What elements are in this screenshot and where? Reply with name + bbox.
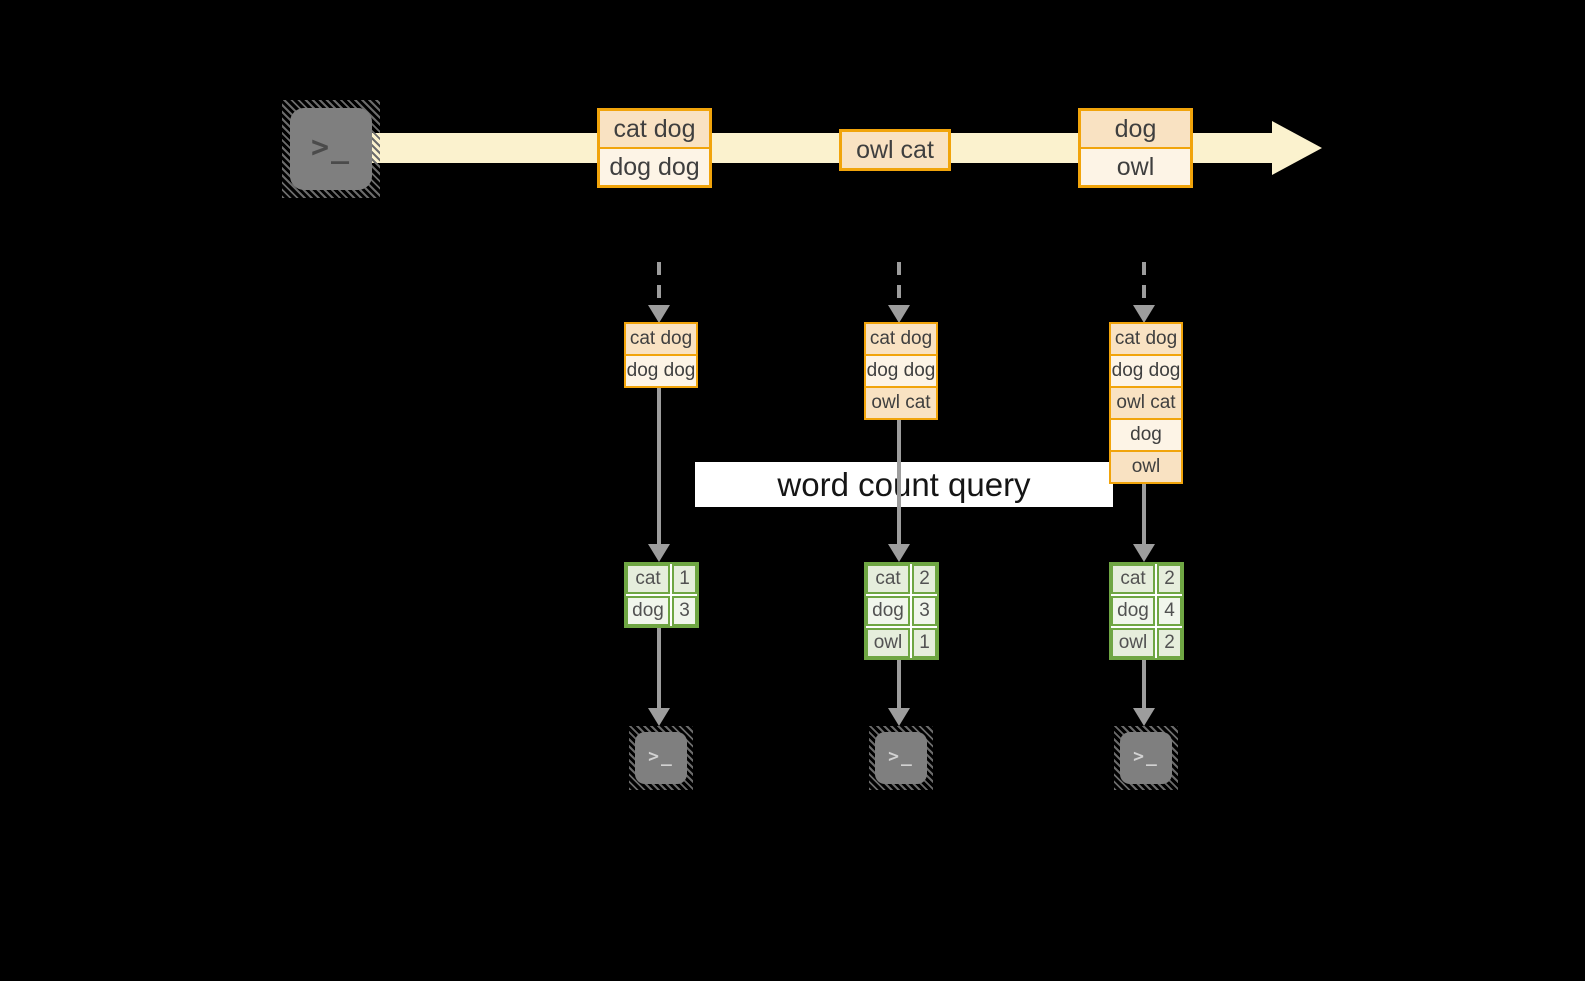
connector-line [657,388,661,544]
down-arrow-icon [1133,544,1155,562]
connector-line [657,628,661,708]
down-arrow-icon [648,305,670,323]
stack-record: cat dog [866,324,936,354]
event-record: dog [1081,111,1190,147]
event-record: cat dog [600,111,709,147]
terminal-icon: >_ [875,732,927,784]
event-record: owl [1081,149,1190,185]
event-record: owl cat [842,132,948,168]
stream-event-2: owl cat [839,129,951,171]
stack-record: dog dog [866,356,936,386]
stack-record: dog dog [626,356,696,386]
connector-line [897,660,901,708]
count-cell: 2 [1157,628,1182,658]
count-table-2: cat 2 dog 3 owl 1 [864,562,939,660]
dashed-connector [1142,262,1146,306]
record-stack-1: cat dog dog dog [624,322,698,388]
record-stack-2: cat dog dog dog owl cat [864,322,938,420]
stream-event-3: dog owl [1078,108,1193,188]
down-arrow-icon [648,544,670,562]
down-arrow-icon [648,708,670,726]
stack-record: cat dog [626,324,696,354]
dashed-connector [897,262,901,306]
record-stack-3: cat dog dog dog owl cat dog owl [1109,322,1183,484]
down-arrow-icon [1133,305,1155,323]
down-arrow-icon [888,708,910,726]
stream-event-1: cat dog dog dog [597,108,712,188]
stack-record: owl cat [866,388,936,418]
word-cell: dog [1111,596,1155,626]
connector-line [1142,660,1146,708]
down-arrow-icon [888,544,910,562]
terminal-icon: >_ [290,108,372,190]
connector-line [897,420,901,544]
dashed-connector [657,262,661,306]
stack-record: cat dog [1111,324,1181,354]
count-cell: 4 [1157,596,1182,626]
count-cell: 2 [1157,564,1182,594]
terminal-prompt-glyph: >_ [310,129,352,165]
stream-arrow-head [1272,121,1322,175]
terminal-icon: >_ [1120,732,1172,784]
word-cell: dog [866,596,910,626]
query-label: word count query [695,462,1113,507]
count-cell: 3 [672,596,697,626]
word-cell: owl [866,628,910,658]
count-cell: 1 [672,564,697,594]
down-arrow-icon [1133,708,1155,726]
stack-record: owl cat [1111,388,1181,418]
output-terminal-icon-1: >_ [629,726,693,790]
source-terminal-icon: >_ [282,100,380,198]
stack-record: dog dog [1111,356,1181,386]
terminal-prompt-glyph: >_ [1133,745,1159,767]
word-cell: cat [626,564,670,594]
stack-record: owl [1111,452,1181,482]
terminal-icon: >_ [635,732,687,784]
event-record: dog dog [600,149,709,185]
terminal-prompt-glyph: >_ [888,745,914,767]
terminal-prompt-glyph: >_ [648,745,674,767]
output-terminal-icon-2: >_ [869,726,933,790]
output-terminal-icon-3: >_ [1114,726,1178,790]
connector-line [1142,484,1146,544]
count-cell: 3 [912,596,937,626]
count-table-1: cat 1 dog 3 [624,562,699,628]
word-cell: dog [626,596,670,626]
word-cell: cat [866,564,910,594]
down-arrow-icon [888,305,910,323]
stack-record: dog [1111,420,1181,450]
count-cell: 2 [912,564,937,594]
word-cell: cat [1111,564,1155,594]
word-cell: owl [1111,628,1155,658]
count-table-3: cat 2 dog 4 owl 2 [1109,562,1184,660]
count-cell: 1 [912,628,937,658]
